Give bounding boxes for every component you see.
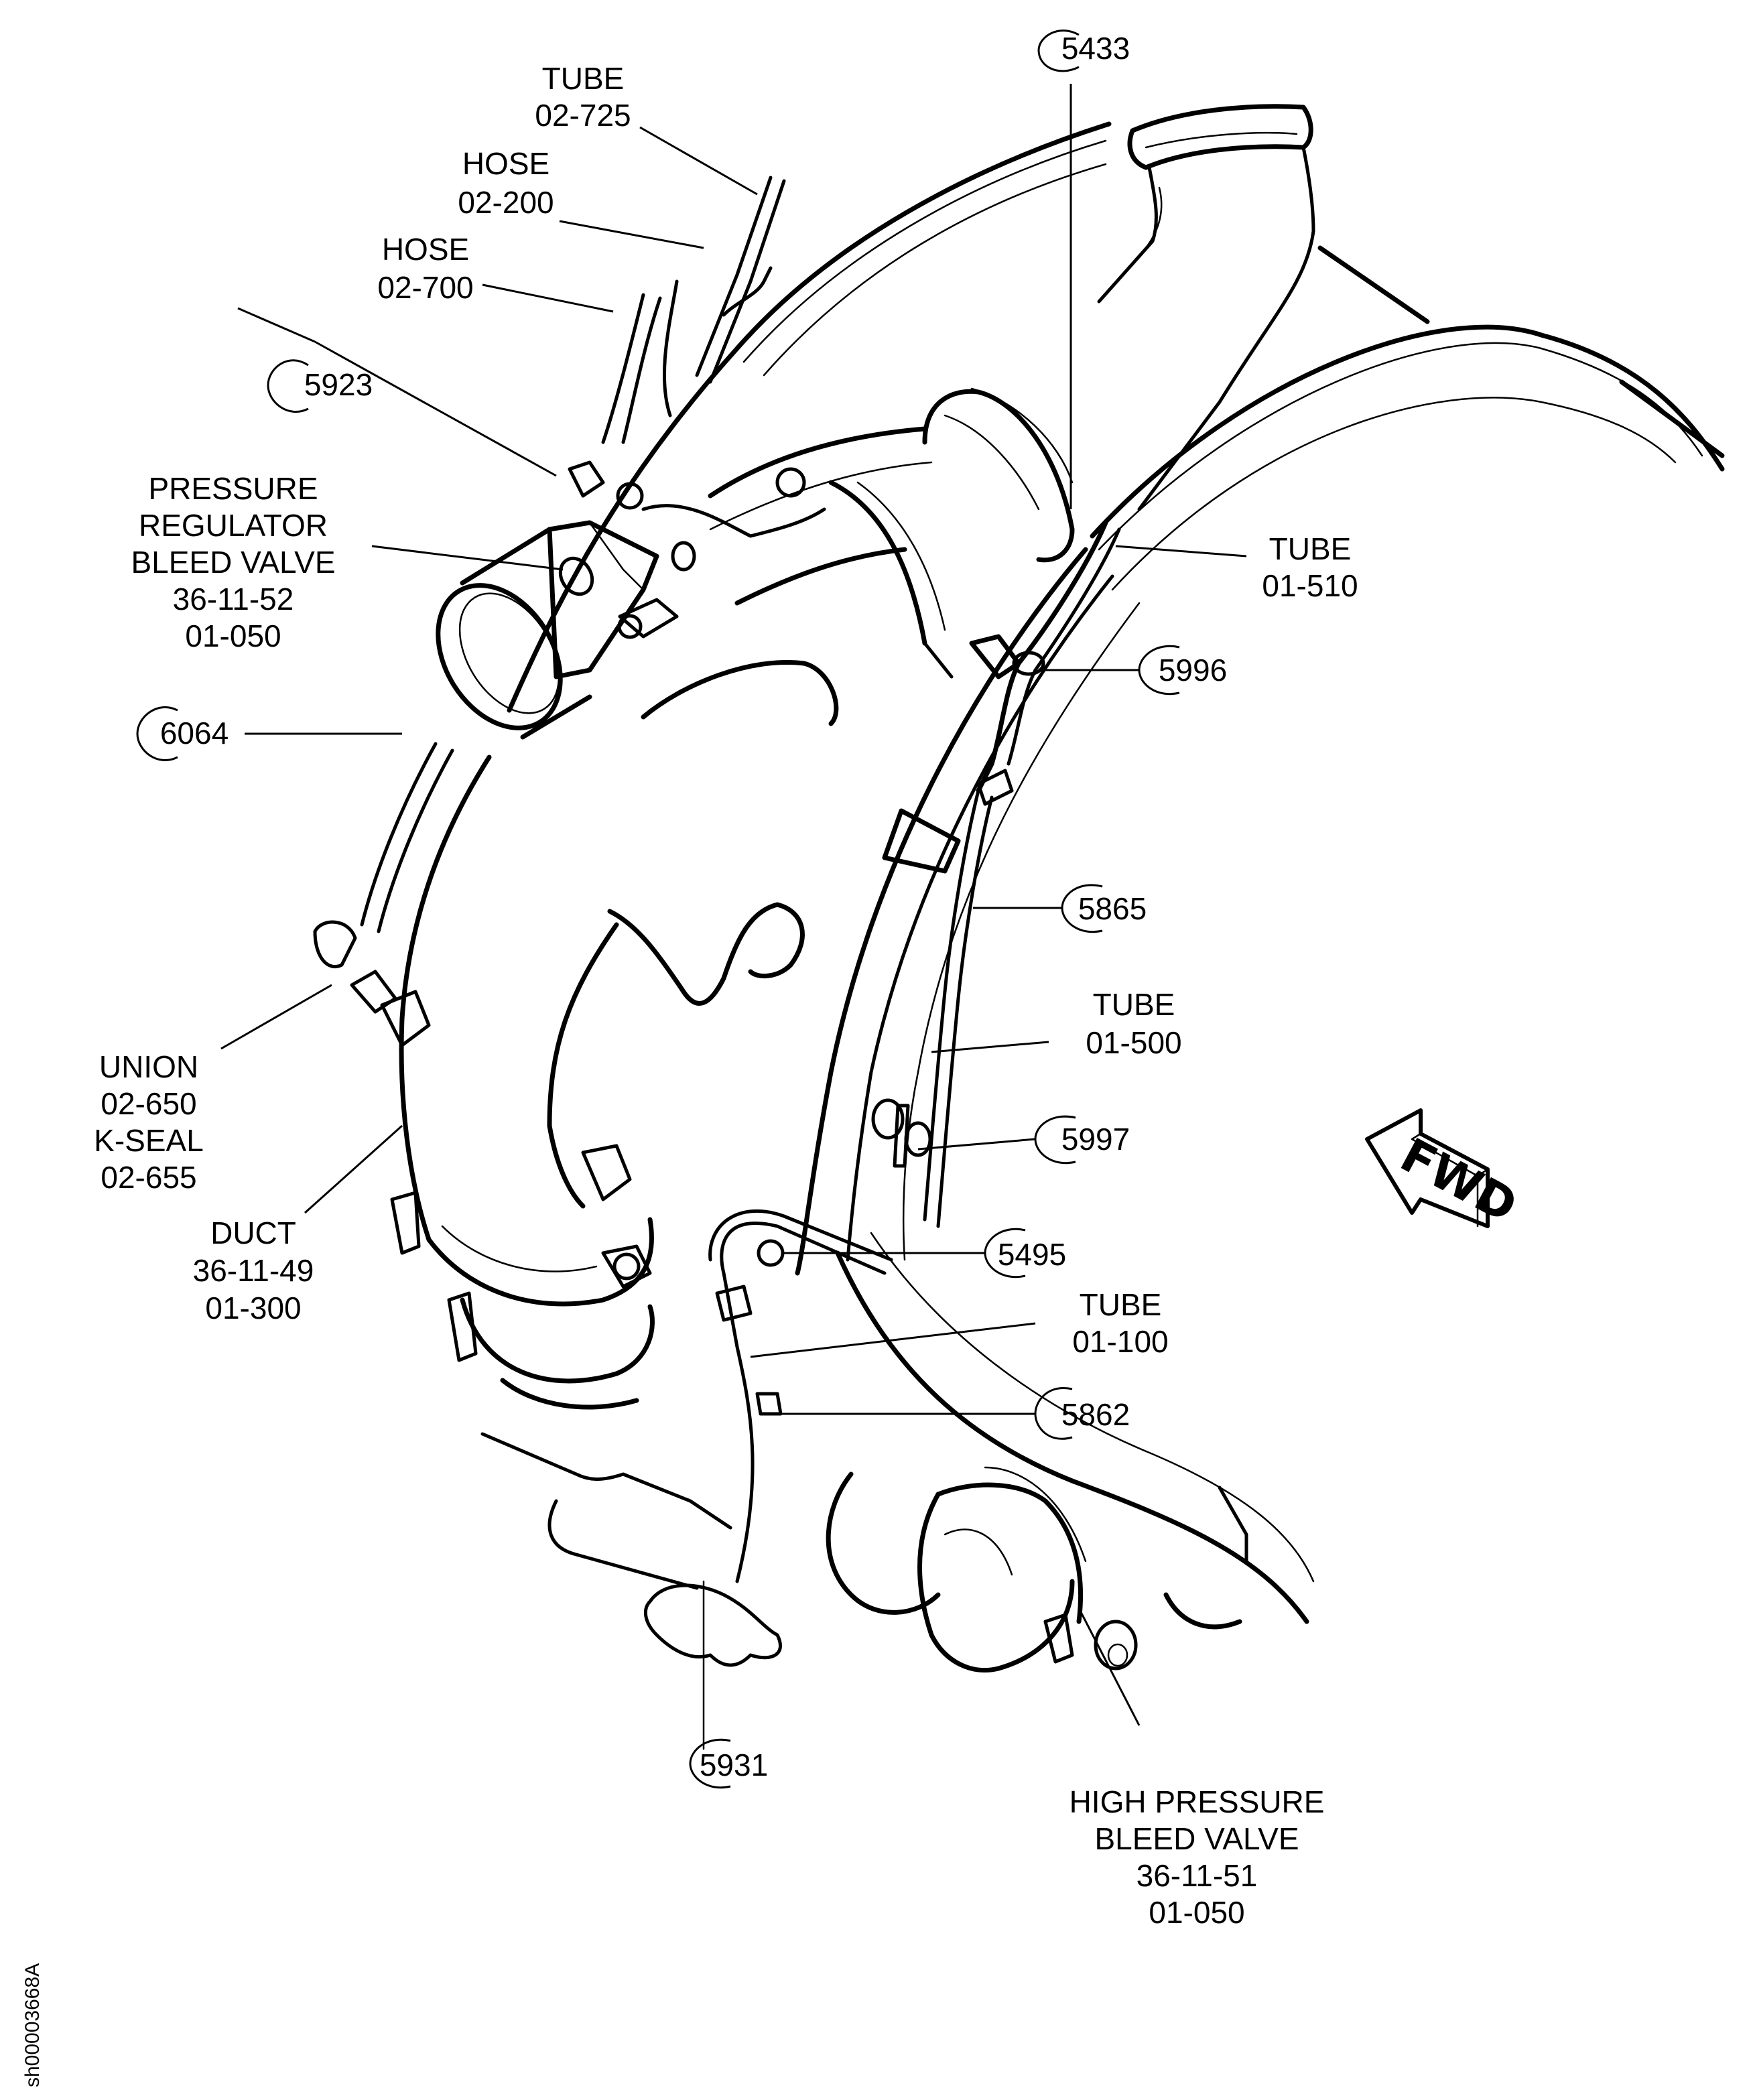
callout-5862: 5862 bbox=[1034, 1387, 1130, 1440]
svg-text:02-650: 02-650 bbox=[101, 1086, 196, 1121]
label-tube-02-725: TUBE 02-725 bbox=[535, 61, 631, 133]
svg-text:36-11-52: 36-11-52 bbox=[173, 582, 294, 616]
callout-6064: 6064 bbox=[136, 706, 229, 762]
fwd-direction-arrow: FWD bbox=[1365, 1108, 1526, 1234]
svg-text:01-100: 01-100 bbox=[1072, 1324, 1168, 1359]
callout-number: 5862 bbox=[1061, 1397, 1130, 1432]
label-hose-02-700: HOSE 02-700 bbox=[377, 232, 473, 305]
callout-number: 5865 bbox=[1078, 891, 1147, 926]
svg-text:HOSE: HOSE bbox=[382, 232, 469, 267]
svg-text:BLEED VALVE: BLEED VALVE bbox=[131, 545, 335, 580]
svg-text:TUBE: TUBE bbox=[1080, 1287, 1162, 1322]
label-tube-01-100: TUBE 01-100 bbox=[1072, 1287, 1168, 1359]
svg-text:BLEED VALVE: BLEED VALVE bbox=[1094, 1821, 1299, 1856]
svg-text:PRESSURE: PRESSURE bbox=[148, 471, 318, 506]
svg-text:TUBE: TUBE bbox=[1269, 531, 1352, 566]
svg-text:02-725: 02-725 bbox=[535, 98, 631, 133]
callout-number: 5433 bbox=[1061, 31, 1130, 66]
svg-text:REGULATOR: REGULATOR bbox=[139, 508, 328, 543]
svg-text:K-SEAL: K-SEAL bbox=[94, 1123, 204, 1158]
callout-5923: 5923 bbox=[267, 359, 373, 413]
lower-duct-artwork bbox=[390, 659, 839, 1410]
callout-5495: 5495 bbox=[984, 1228, 1066, 1278]
label-hose-02-200: HOSE 02-200 bbox=[458, 146, 554, 220]
callout-number: 5997 bbox=[1061, 1122, 1130, 1157]
svg-text:01-050: 01-050 bbox=[185, 618, 281, 653]
callout-5433: 5433 bbox=[1037, 29, 1130, 72]
svg-text:TUBE: TUBE bbox=[542, 61, 625, 96]
callout-5931: 5931 bbox=[689, 1738, 768, 1789]
sense-line-tubing-artwork bbox=[313, 176, 1121, 1750]
callout-number: 5923 bbox=[304, 367, 373, 402]
hpsov-valve-artwork bbox=[826, 1466, 1248, 1673]
callout-5865: 5865 bbox=[1061, 884, 1147, 933]
callout-5997: 5997 bbox=[1034, 1115, 1130, 1165]
forward-arrow-icon bbox=[1365, 1108, 1490, 1228]
upper-elbow-duct-artwork bbox=[708, 104, 1315, 679]
svg-text:HOSE: HOSE bbox=[462, 146, 549, 181]
svg-text:HIGH PRESSURE: HIGH PRESSURE bbox=[1069, 1784, 1325, 1819]
fwd-label: FWD bbox=[1392, 1128, 1526, 1234]
callout-number: 5931 bbox=[700, 1748, 768, 1782]
svg-text:02-700: 02-700 bbox=[377, 270, 473, 305]
leader-lines bbox=[220, 84, 1247, 1726]
label-pressure-regulator-bleed-valve: PRESSURE REGULATOR BLEED VALVE 36-11-52 … bbox=[131, 471, 335, 653]
svg-text:TUBE: TUBE bbox=[1093, 987, 1175, 1022]
svg-text:DUCT: DUCT bbox=[210, 1216, 296, 1250]
label-tube-01-500: TUBE 01-500 bbox=[1086, 987, 1181, 1060]
label-union-kseal: UNION 02-650 K-SEAL 02-655 bbox=[94, 1049, 204, 1195]
svg-text:01-300: 01-300 bbox=[205, 1291, 301, 1325]
svg-text:UNION: UNION bbox=[99, 1049, 198, 1084]
svg-text:02-655: 02-655 bbox=[101, 1160, 196, 1195]
svg-text:01-050: 01-050 bbox=[1149, 1895, 1244, 1930]
callout-5996: 5996 bbox=[1138, 645, 1227, 696]
prsov-valve-artwork bbox=[436, 460, 826, 740]
label-duct: DUCT 36-11-49 01-300 bbox=[193, 1216, 314, 1325]
label-high-pressure-bleed-valve: HIGH PRESSURE BLEED VALVE 36-11-51 01-05… bbox=[1069, 1784, 1325, 1930]
svg-text:36-11-49: 36-11-49 bbox=[193, 1253, 314, 1288]
svg-text:01-510: 01-510 bbox=[1262, 568, 1358, 603]
figure-id: sh00003668A bbox=[21, 1963, 44, 2087]
callout-number: 5996 bbox=[1159, 653, 1227, 687]
svg-text:02-200: 02-200 bbox=[458, 185, 554, 220]
callout-number: 6064 bbox=[160, 716, 229, 750]
svg-text:36-11-51: 36-11-51 bbox=[1137, 1858, 1258, 1893]
svg-text:01-500: 01-500 bbox=[1086, 1025, 1181, 1060]
callout-number: 5495 bbox=[998, 1237, 1066, 1272]
label-tube-01-510: TUBE 01-510 bbox=[1262, 531, 1358, 603]
engine-case-artwork bbox=[507, 121, 1725, 1624]
